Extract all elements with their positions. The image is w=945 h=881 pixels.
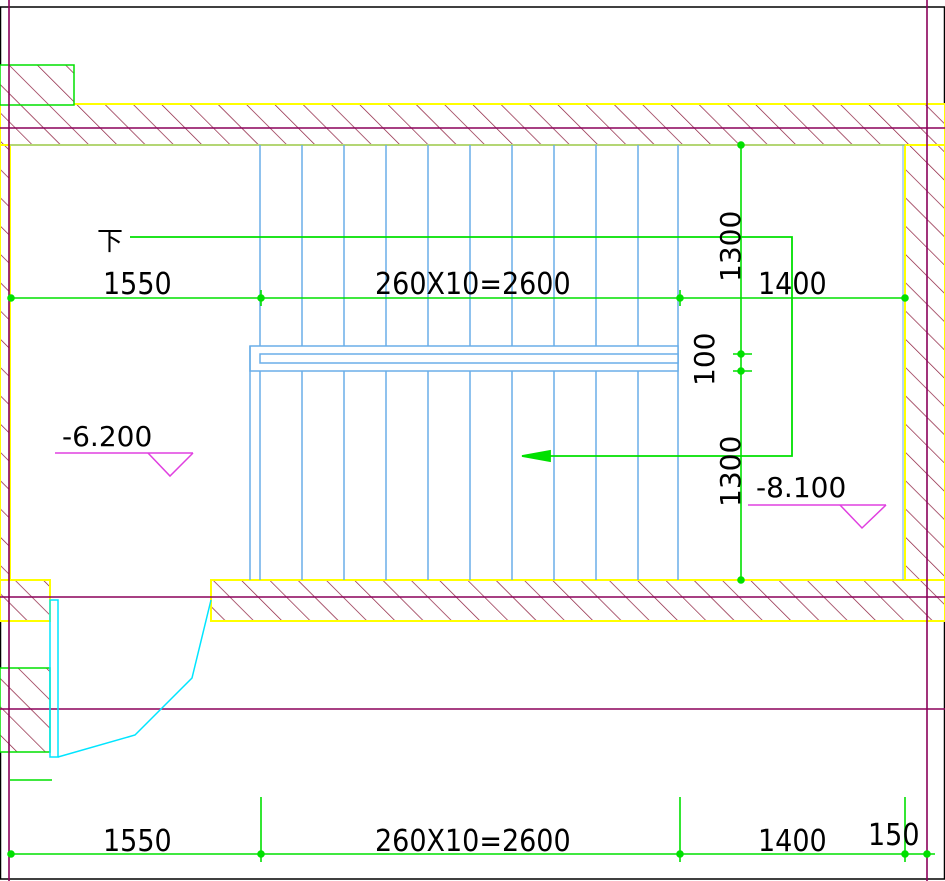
handrail-inner [259,353,679,364]
direction-arrow [130,236,793,463]
bottom-left-wall [0,579,51,622]
vert-dim-dot [737,367,745,375]
bottom-dim-dot [7,850,15,858]
elevation-triangle [147,452,194,478]
vert-dim-dot [737,576,745,584]
elevation-triangle [839,504,887,530]
bottom-dim-dot [901,850,909,858]
direction-path [130,236,793,457]
bottom-dim-dot [676,850,684,858]
vert-dim-dot [737,350,745,358]
bottom-dim-middle: 260X10=2600 [375,824,571,859]
lower-left-column [0,667,51,753]
elevation-marker-left [55,452,194,478]
top-dim-middle: 260X10=2600 [375,267,571,302]
bottom-dimension-line [7,779,935,862]
bottom-wall [210,579,945,622]
vert-dim-lower: 1300 [714,436,747,507]
top-dimension-line [7,290,909,306]
top-left-wall [0,64,75,106]
bottom-dim-dot [923,850,931,858]
top-wall [0,103,945,146]
vert-dim-upper: 1300 [714,211,747,282]
top-dim-dot [7,294,15,302]
top-dim-right: 1400 [758,267,827,302]
top-dim-dot [257,294,265,302]
elevation-right-label: -8.100 [756,471,846,504]
elevation-left-label: -6.200 [62,420,152,453]
door-leaf [49,599,59,758]
door-arc [57,599,212,758]
bottom-dim-dot [257,850,265,858]
arrow-head [521,449,551,463]
walls [0,64,945,753]
bottom-dim-right: 1400 [758,824,827,859]
door-swing [49,599,212,758]
right-wall [904,144,945,581]
direction-label: 下 [97,227,123,257]
top-dim-left: 1550 [103,267,172,302]
top-dim-dot [901,294,909,302]
vert-dim-dot [737,141,745,149]
vert-dim-landing: 100 [688,333,721,386]
elevation-marker-right [748,504,887,530]
stair-treads [10,144,905,580]
vertical-dimension-line [733,141,752,584]
top-dim-dot [676,294,684,302]
bottom-dim-end: 150 [868,818,920,853]
bottom-dim-left: 1550 [103,824,172,859]
